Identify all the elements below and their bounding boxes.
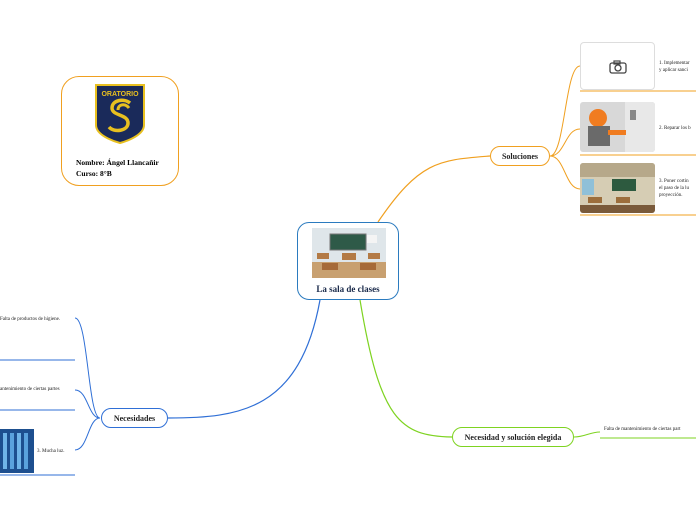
link-central-eleccion xyxy=(359,299,453,438)
necesidad-item-3-image xyxy=(0,429,34,473)
link-necesidades-branches xyxy=(74,317,101,451)
solucion-item-3-image xyxy=(580,163,655,213)
student-course: Curso: 8°B xyxy=(76,169,112,178)
eleccion-item-text: Falta de mantenimiento de ciertas part xyxy=(604,427,681,432)
soluciones-topic[interactable]: Soluciones xyxy=(490,146,550,166)
eleccion-topic[interactable]: Necesidad y solución elegida xyxy=(452,427,574,447)
student-name: Nombre: Ángel Llancañir xyxy=(76,158,159,167)
solucion-item-2-image xyxy=(580,102,655,152)
classroom-image xyxy=(312,228,386,278)
solucion-item-1-text: 1. Implementar y aplicar sanci xyxy=(659,61,690,73)
link-soluciones-branches xyxy=(549,65,581,190)
logo-text: ORATORIO xyxy=(101,91,139,98)
central-title: La sala de clases xyxy=(316,284,380,294)
necesidades-label: Necesidades xyxy=(113,413,156,423)
profile-card[interactable]: ORATORIO Nombre: Ángel Llancañir Curso: … xyxy=(61,76,179,186)
necesidades-topic[interactable]: Necesidades xyxy=(101,408,168,428)
solucion-item-3-text: 3. Poner cortin el paso de la lu proyecc… xyxy=(659,179,689,198)
solucion-item-2-text: 2. Reparar los b xyxy=(659,126,691,131)
necesidad-item-2-text: antenimiento de ciertas partes xyxy=(0,387,60,392)
camera-icon xyxy=(609,60,627,74)
central-topic[interactable]: La sala de clases xyxy=(297,222,399,300)
necesidad-item-1-text: Falta de productos de higiene. xyxy=(0,317,61,322)
solucion-item-1[interactable] xyxy=(580,42,655,90)
link-central-necesidades xyxy=(167,299,321,419)
link-eleccion-item xyxy=(573,431,601,438)
soluciones-label: Soluciones xyxy=(501,151,538,161)
eleccion-label: Necesidad y solución elegida xyxy=(464,432,562,442)
school-logo: ORATORIO xyxy=(95,84,145,145)
link-central-soluciones xyxy=(377,155,491,223)
necesidad-item-3-text: 3. Mucha luz. xyxy=(37,449,65,454)
